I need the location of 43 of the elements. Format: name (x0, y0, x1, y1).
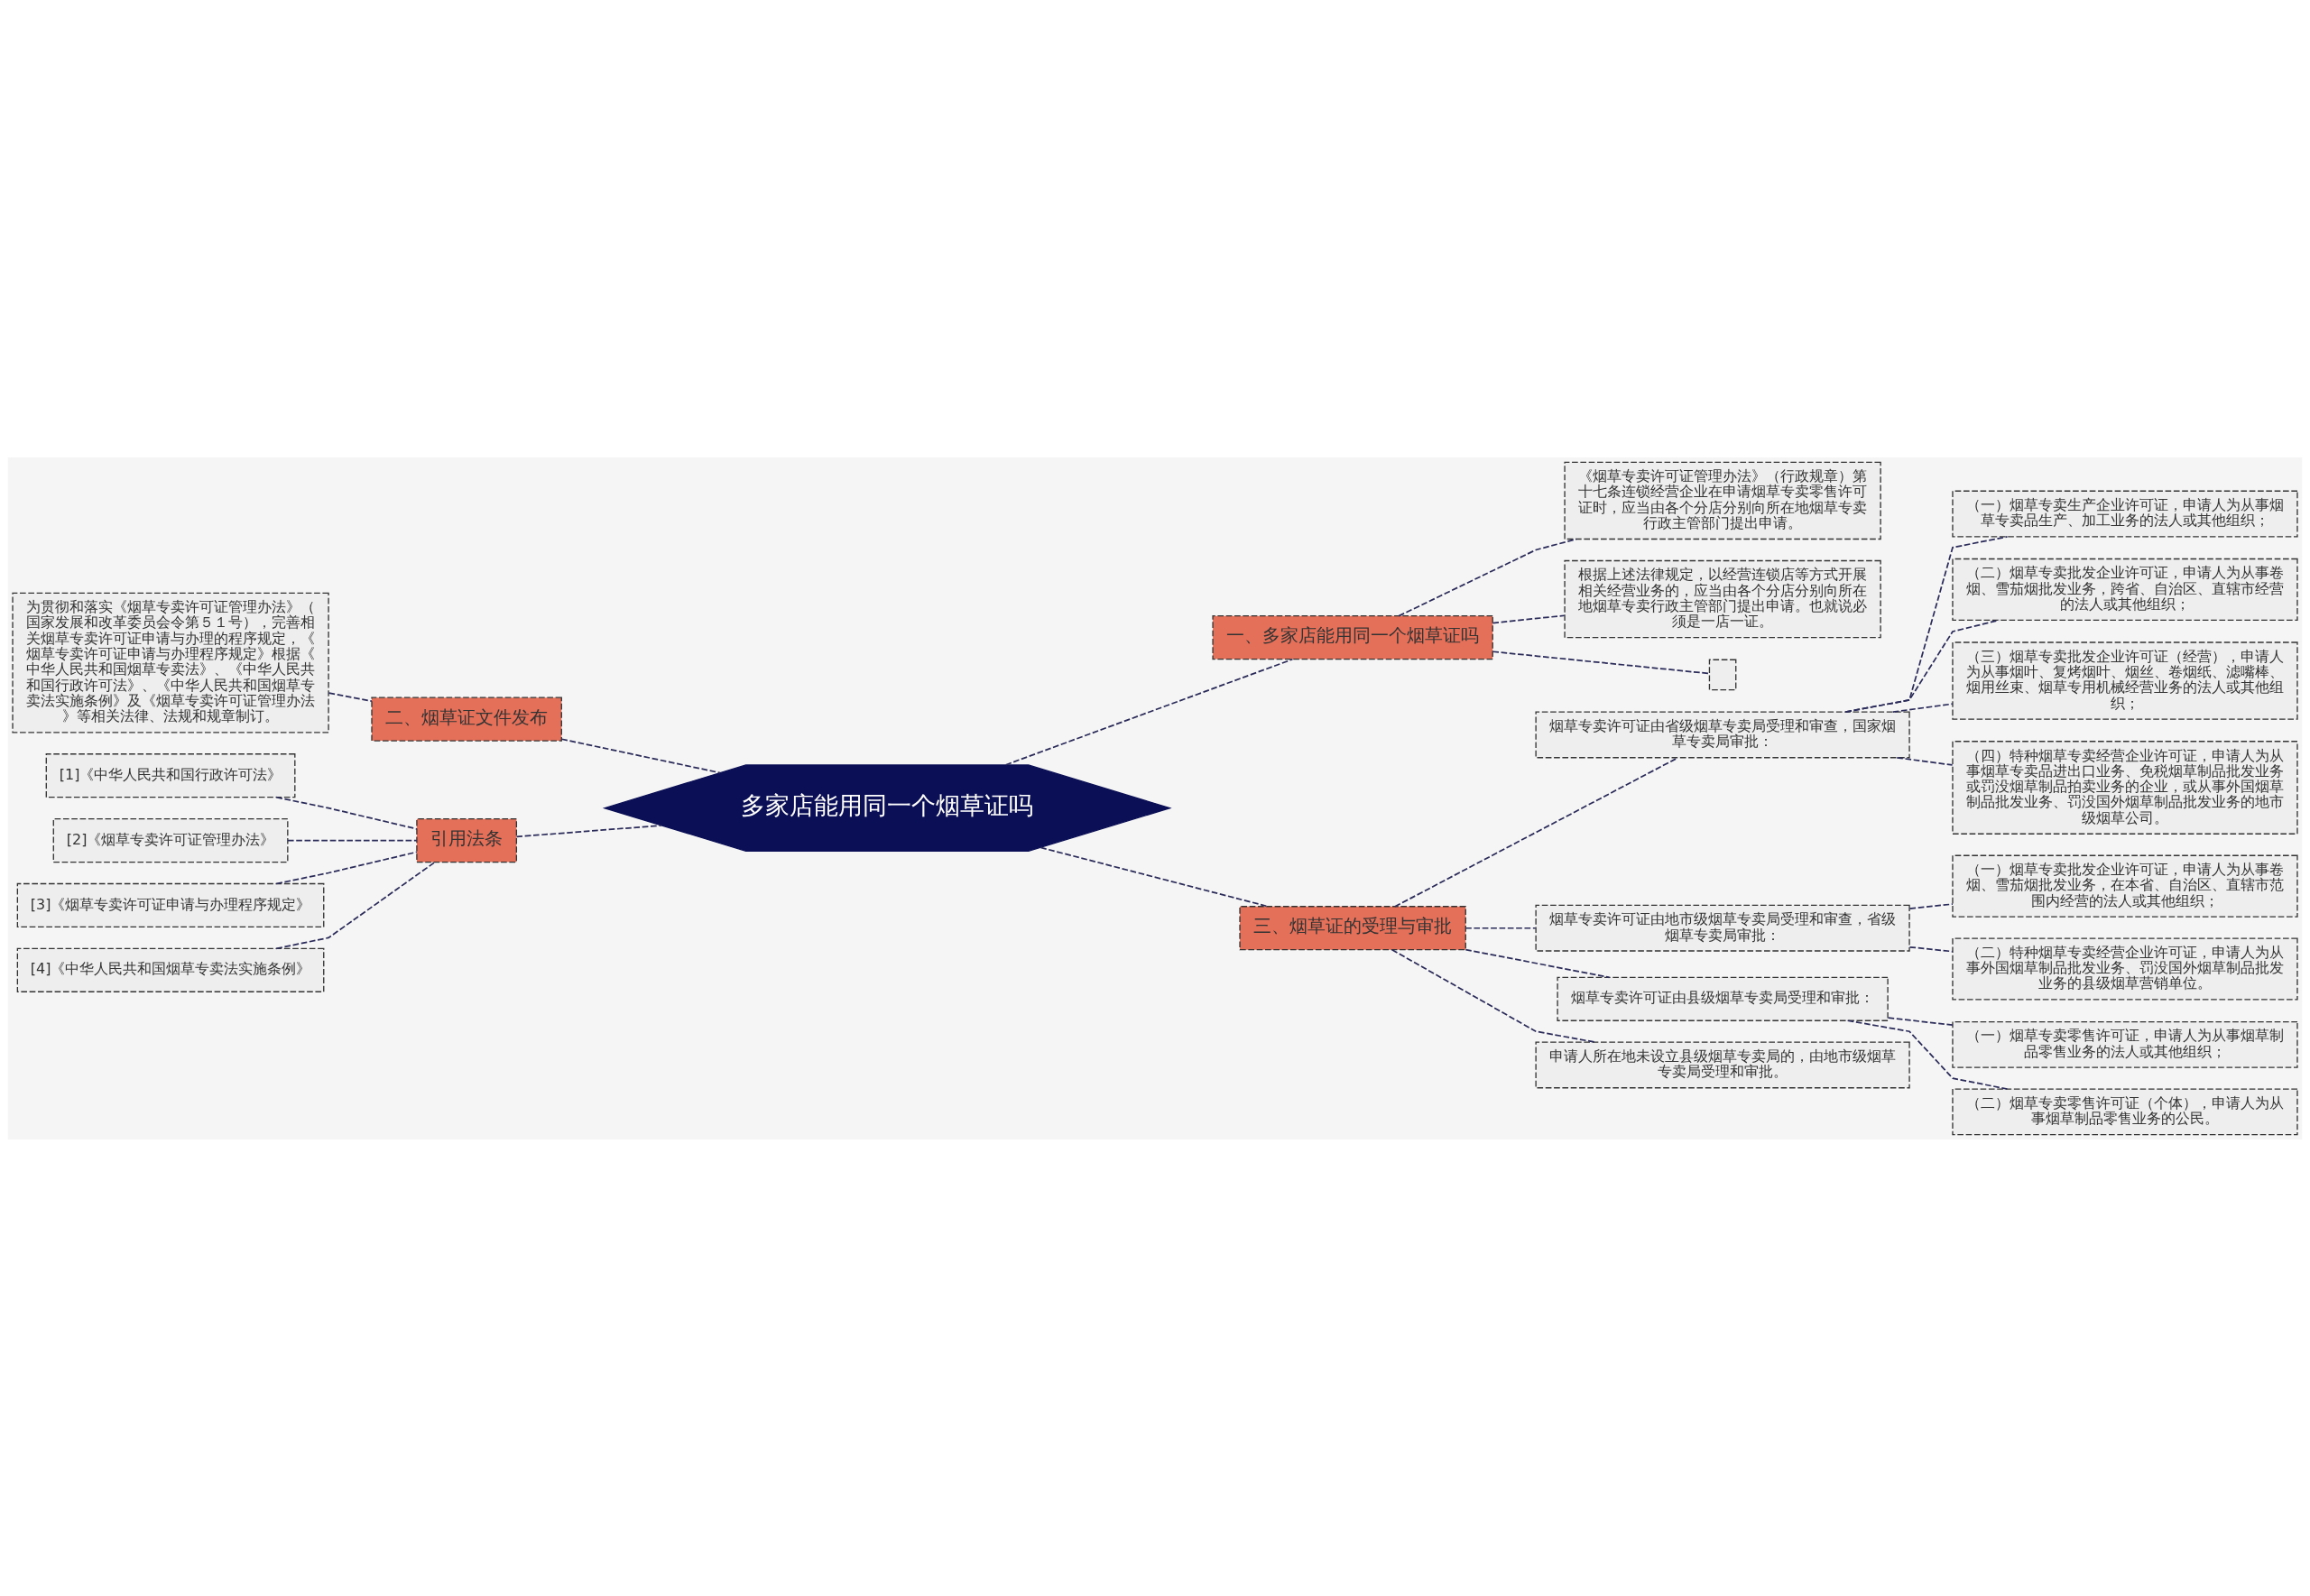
node-box: （二）烟草专卖批发企业许可证，申请人为从事卷烟、雪茄烟批发业务，跨省、自治区、直辖市经营的法人或其他组织； (1952, 558, 2298, 621)
node-box: （一）烟草专卖生产企业许可证，申请人为从事烟草专卖品生产、加工业务的法人或其他组织； (1952, 490, 2298, 537)
node-box: （二）烟草专卖零售许可证（个体），申请人为从事烟草制品零售业务的公民。 (1952, 1087, 2298, 1135)
connector (1492, 650, 1711, 674)
connector (1908, 946, 1954, 952)
connector (1465, 927, 1537, 929)
node-box: （一）烟草专卖批发企业许可证，申请人为从事卷烟、雪茄烟批发业务，在本省、自治区、直辖市范围内经营的法人或其他组织； (1952, 854, 2298, 918)
connector (275, 861, 436, 949)
connector (1887, 1016, 1954, 1026)
node-box: （四）特种烟草专卖经营企业许可证，申请人为从事烟草专卖品进出口业务、免税烟草制品批发业务或罚没烟草制品拍卖业务的企业，或从事外国烟草制品批发业务、罚没国外烟草制品批发业务的地市级烟草公司。 (1952, 740, 2298, 835)
node-box: 根据上述法律规定，以经营连锁店等方式开展相关经营业务的，应当由各个分店分别向所在地烟草专卖行政主管部门提出申请。也就说必须是一店一证。 (1564, 559, 1881, 638)
connector (560, 737, 721, 773)
node-box: 烟草专卖许可证由县级烟草专卖局受理和审批： (1557, 976, 1889, 1021)
connector (1908, 902, 1954, 909)
node-box: 三、烟草证的受理与审批 (1239, 905, 1466, 950)
node-box (1708, 659, 1737, 690)
node-box: 申请人所在地未设立县级烟草专卖局的，由地市级烟草专卖局受理和审批。 (1535, 1041, 1910, 1088)
connector (275, 796, 418, 830)
connector (515, 824, 662, 837)
connector (287, 839, 418, 841)
node-box: 烟草专卖许可证由省级烟草专卖局受理和审查，国家烟草专卖局审批： (1535, 711, 1910, 758)
node-box: 引用法条 (416, 817, 518, 863)
node-box: 一、多家店能用同一个烟草证吗 (1212, 614, 1493, 660)
connector (1465, 948, 1611, 978)
node-box: [2]《烟草专卖许可证管理办法》 (52, 817, 289, 863)
node-box: 烟草专卖许可证由地市级烟草专卖局受理和审查，省级烟草专卖局审批： (1535, 904, 1910, 952)
connector (1896, 756, 1954, 766)
node-box: [4]《中华人民共和国烟草专卖法实施条例》 (16, 947, 325, 992)
node-box: （三）烟草专卖批发企业许可证（经营），申请人为从事烟叶、复烤烟叶、烟丝、卷烟纸、滤嘴棒、烟用丝束、烟草专用机械经营业务的法人或其他组织； (1952, 641, 2298, 720)
connector (1040, 846, 1270, 908)
connector (1492, 613, 1566, 623)
node-box: （一）烟草专卖零售许可证，申请人为从事烟草制品零售业务的法人或其他组织； (1952, 1020, 2298, 1068)
node-box: 为贯彻和落实《烟草专卖许可证管理办法》（国家发展和改革委员会令第５１号），完善相关烟草专卖许可证申请与办理的程序规定，《烟草专卖许可证申请与办理程序规定》根据《中华人民共和国烟草专卖法》、《中华人民共和国行政许可法》、《中华人民共和国烟草专卖法实施条例》及《烟草专卖许可证管理办法》等相关法律、法规和规章制订。 (12, 592, 329, 733)
node-box: [3]《烟草专卖许可证申请与办理程序规定》 (16, 882, 325, 927)
connector (328, 691, 373, 702)
connector (1004, 658, 1294, 766)
connector (1398, 538, 1578, 616)
node-box: 《烟草专卖许可证管理办法》（行政规章）第十七条连锁经营企业在申请烟草专卖零售许可证时，应当由各个分店分别向所在地烟草专卖行政主管部门提出申请。 (1564, 461, 1881, 540)
node-box: 二、烟草证文件发布 (371, 697, 562, 742)
node-box: （二）特种烟草专卖经营企业许可证，申请人为从事外国烟草制品批发业务、罚没国外烟草制品批发业务的县级烟草营销单位。 (1952, 936, 2298, 1001)
connector (275, 851, 418, 884)
connector (1891, 702, 1954, 713)
node-box: [1]《中华人民共和国行政许可法》 (45, 752, 296, 798)
